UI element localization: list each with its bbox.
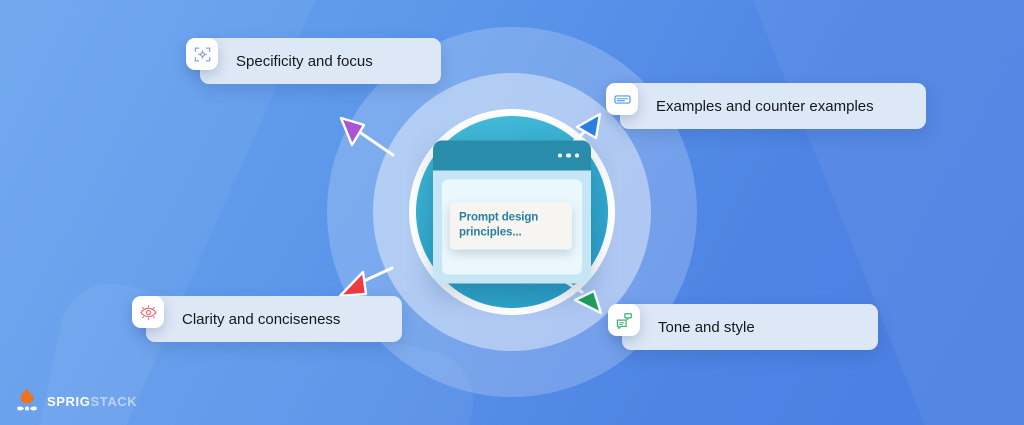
prompt-note-text: Prompt design principles...	[459, 211, 539, 239]
node-tone[interactable]: Tone and style	[608, 304, 878, 350]
node-specificity[interactable]: Specificity and focus	[186, 38, 441, 84]
card-titlebar	[433, 140, 591, 171]
example-badge-icon	[606, 83, 638, 115]
chat-bubbles-icon	[608, 304, 640, 336]
focus-target-icon	[186, 38, 218, 70]
window-dots-icon	[557, 153, 579, 158]
node-pill-examples[interactable]: Examples and counter examples	[620, 83, 926, 129]
node-examples[interactable]: Examples and counter examples	[606, 83, 926, 129]
node-pill-clarity[interactable]: Clarity and conciseness	[146, 296, 402, 342]
node-label-examples: Examples and counter examples	[656, 97, 874, 115]
card-body: Prompt design principles...	[433, 171, 591, 284]
brand-logo[interactable]: SPRIGSTACK	[14, 387, 137, 415]
node-pill-tone[interactable]: Tone and style	[622, 304, 878, 350]
node-pill-specificity[interactable]: Specificity and focus	[200, 38, 441, 84]
prompt-note: Prompt design principles...	[450, 202, 572, 250]
node-label-specificity: Specificity and focus	[236, 52, 373, 70]
node-clarity[interactable]: Clarity and conciseness	[132, 296, 402, 342]
background-wedge-right	[717, 0, 1024, 425]
node-label-clarity: Clarity and conciseness	[182, 310, 341, 328]
sprigstack-flame-logo-icon	[17, 388, 37, 411]
eye-visibility-icon	[132, 296, 164, 328]
brand-word-light: STACK	[90, 393, 138, 409]
brand-wordmark: SPRIGSTACK	[47, 394, 137, 409]
node-label-tone: Tone and style	[658, 318, 755, 336]
center-browser-card: Prompt design principles...	[433, 140, 591, 284]
brand-word-bold: SPRIG	[47, 393, 91, 409]
